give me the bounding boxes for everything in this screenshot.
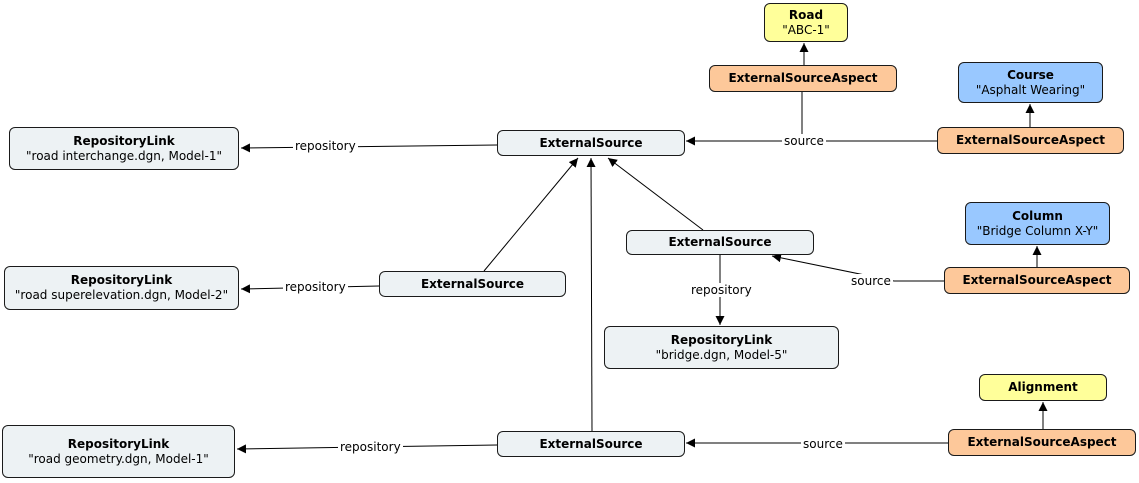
node-subtitle: "road interchange.dgn, Model-1" — [26, 148, 222, 163]
node-title: RepositoryLink — [670, 332, 773, 347]
edge-es-geom-to-es-top — [586, 157, 596, 432]
node-external-source-aspect-course[interactable]: ExternalSourceAspect — [937, 127, 1124, 154]
node-title: ExternalSource — [420, 276, 525, 291]
node-title: ExternalSource — [668, 235, 772, 249]
node-subtitle: "road geometry.dgn, Model-1" — [28, 451, 209, 466]
node-repository-link-interchange[interactable]: RepositoryLink "road interchange.dgn, Mo… — [9, 127, 239, 170]
node-title: RepositoryLink — [70, 273, 173, 287]
edge-es-super-to-es-top — [483, 157, 579, 272]
node-subtitle: "bridge.dgn, Model-5" — [655, 347, 788, 362]
node-title: ExternalSource — [539, 135, 643, 150]
node-title: ExternalSourceAspect — [967, 435, 1117, 449]
edge-label-source: source — [801, 437, 845, 451]
node-repository-link-geometry[interactable]: RepositoryLink "road geometry.dgn, Model… — [2, 425, 235, 478]
node-title: RepositoryLink — [73, 133, 175, 148]
edge-es-top-to-rl1 — [240, 143, 498, 153]
node-title: Column — [1012, 208, 1063, 223]
node-external-source-aspect-column[interactable]: ExternalSourceAspect — [944, 267, 1130, 294]
node-external-source-aspect-alignment[interactable]: ExternalSourceAspect — [948, 429, 1136, 456]
edge-es-bridge-to-es-top — [607, 157, 704, 231]
node-repository-link-superelevation[interactable]: RepositoryLink "road superelevation.dgn,… — [4, 266, 239, 310]
edge-label-source: source — [782, 134, 826, 148]
edge-label-repository: repository — [338, 440, 403, 454]
node-course[interactable]: Course "Asphalt Wearing" — [958, 62, 1103, 103]
node-title: ExternalSourceAspect — [955, 133, 1106, 147]
node-title: Alignment — [1008, 380, 1078, 394]
edge-label-source: source — [849, 274, 893, 288]
edge-label-repository: repository — [689, 283, 754, 297]
node-title: ExternalSourceAspect — [728, 71, 878, 85]
edge-label-repository: repository — [293, 139, 358, 153]
node-title: ExternalSource — [539, 436, 643, 451]
node-subtitle: "Bridge Column X-Y" — [976, 223, 1099, 238]
node-title: RepositoryLink — [67, 436, 170, 451]
node-external-source-top[interactable]: ExternalSource — [497, 130, 685, 156]
node-subtitle: "Asphalt Wearing" — [975, 82, 1086, 97]
node-external-source-geometry[interactable]: ExternalSource — [497, 431, 685, 457]
node-title: ExternalSourceAspect — [962, 273, 1112, 287]
node-external-source-superelevation[interactable]: ExternalSource — [379, 271, 566, 297]
node-title: Course — [1007, 67, 1054, 82]
node-subtitle: "ABC-1" — [782, 22, 830, 37]
edge-esa-column-to-es-bridge — [771, 253, 944, 282]
node-column[interactable]: Column "Bridge Column X-Y" — [965, 202, 1110, 245]
node-alignment[interactable]: Alignment — [979, 374, 1107, 401]
node-repository-link-bridge[interactable]: RepositoryLink "bridge.dgn, Model-5" — [604, 326, 839, 369]
node-subtitle: "road superelevation.dgn, Model-2" — [14, 288, 229, 302]
node-external-source-aspect-road[interactable]: ExternalSourceAspect — [709, 65, 897, 92]
node-external-source-bridge[interactable]: ExternalSource — [626, 230, 814, 255]
node-road[interactable]: Road "ABC-1" — [764, 3, 848, 42]
edge-label-repository: repository — [283, 280, 348, 294]
node-title: Road — [788, 7, 824, 22]
